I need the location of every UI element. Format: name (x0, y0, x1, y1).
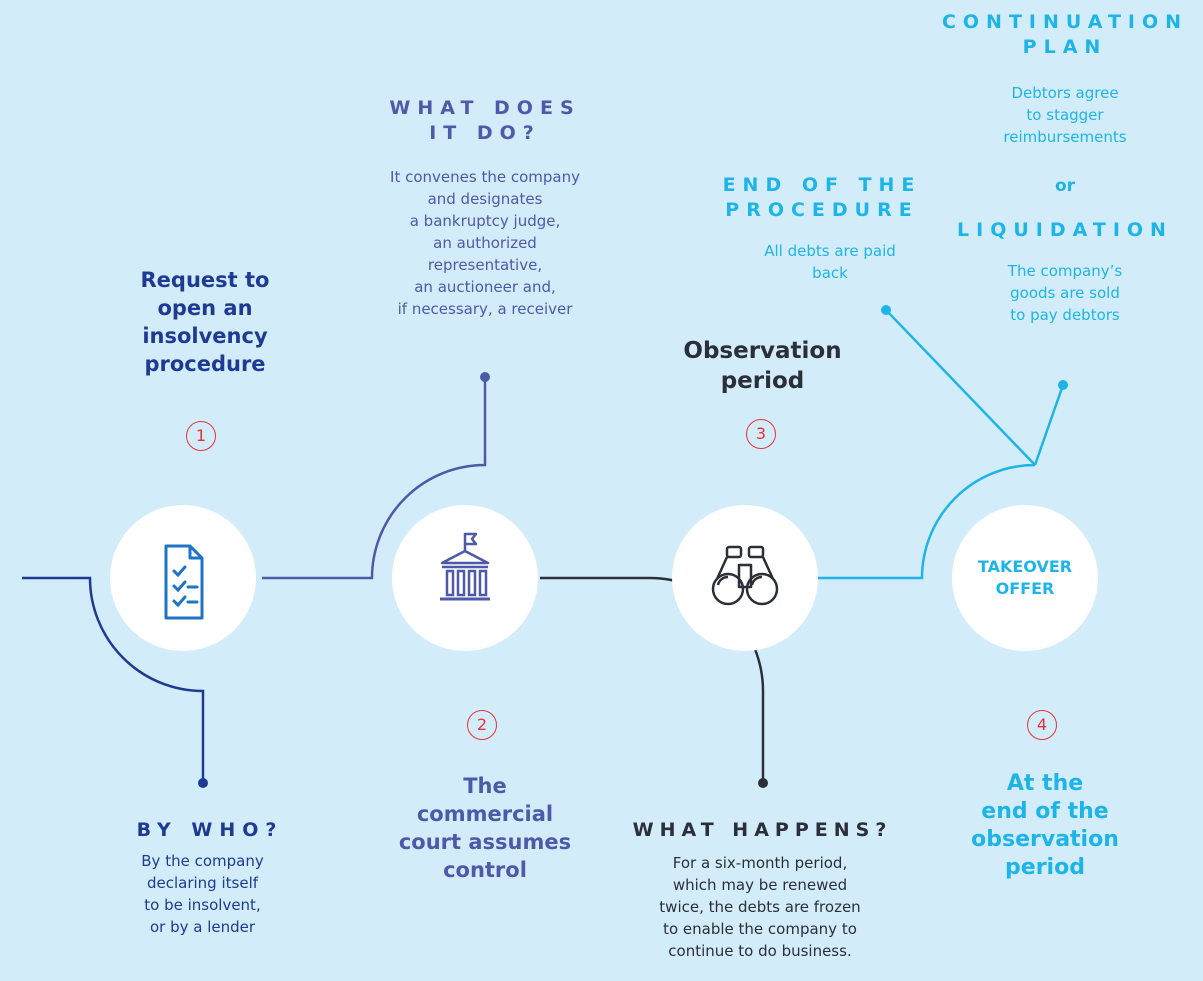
connector-step2-dot (480, 372, 490, 382)
takeover-offer-label: TAKEOVER OFFER (977, 557, 1073, 598)
connector-step4 (818, 463, 1036, 580)
connector-step2 (262, 377, 487, 580)
step3-number: 3 (746, 419, 776, 449)
or-label: or (1054, 176, 1076, 196)
connector-end-branch (885, 309, 1036, 466)
continuation-heading: CONTINUATION PLAN (941, 11, 1189, 58)
connector-continuation-dot (1058, 380, 1068, 390)
step1-question: BY WHO? (136, 819, 284, 841)
continuation-text: Debtors agree to stagger reimbursements (1003, 84, 1127, 146)
step2-question: WHAT DOES IT DO? (389, 97, 581, 144)
step2-number: 2 (467, 710, 497, 740)
courthouse-icon (440, 532, 490, 601)
connector-continuation-branch (1033, 384, 1065, 466)
step1-answer: By the company declaring itself to be in… (141, 852, 264, 936)
connector-step1 (22, 576, 205, 783)
step3-question: WHAT HAPPENS? (632, 819, 893, 841)
liquidation-heading: LIQUIDATION (957, 219, 1173, 241)
takeover-offer-circle: TAKEOVER OFFER (952, 505, 1098, 651)
connector-end-dot (881, 305, 891, 315)
checklist-document-icon (164, 544, 204, 620)
step2-title: The commercial court assumes control (398, 774, 572, 882)
step1-circle (110, 505, 256, 651)
step4-number: 4 (1027, 710, 1057, 740)
connector-step1-dot (198, 778, 208, 788)
step1-number: 1 (186, 421, 216, 451)
step1-title: Request to open an insolvency procedure (140, 268, 270, 376)
step2-circle (392, 505, 538, 651)
step3-circle (672, 505, 818, 651)
connector-step3-dot (758, 778, 768, 788)
step3-title: Observation period (683, 338, 842, 394)
step2-answer: It convenes the company and designates a… (390, 168, 580, 318)
end-heading: END OF THE PROCEDURE (722, 174, 922, 221)
step4-title: At the end of the observation period (971, 771, 1119, 880)
step3-answer: For a six-month period, which may be ren… (659, 854, 861, 960)
end-text: All debts are paid back (764, 242, 896, 282)
liquidation-text: The company’s goods are sold to pay debt… (1007, 262, 1123, 324)
binoculars-icon (711, 545, 779, 606)
